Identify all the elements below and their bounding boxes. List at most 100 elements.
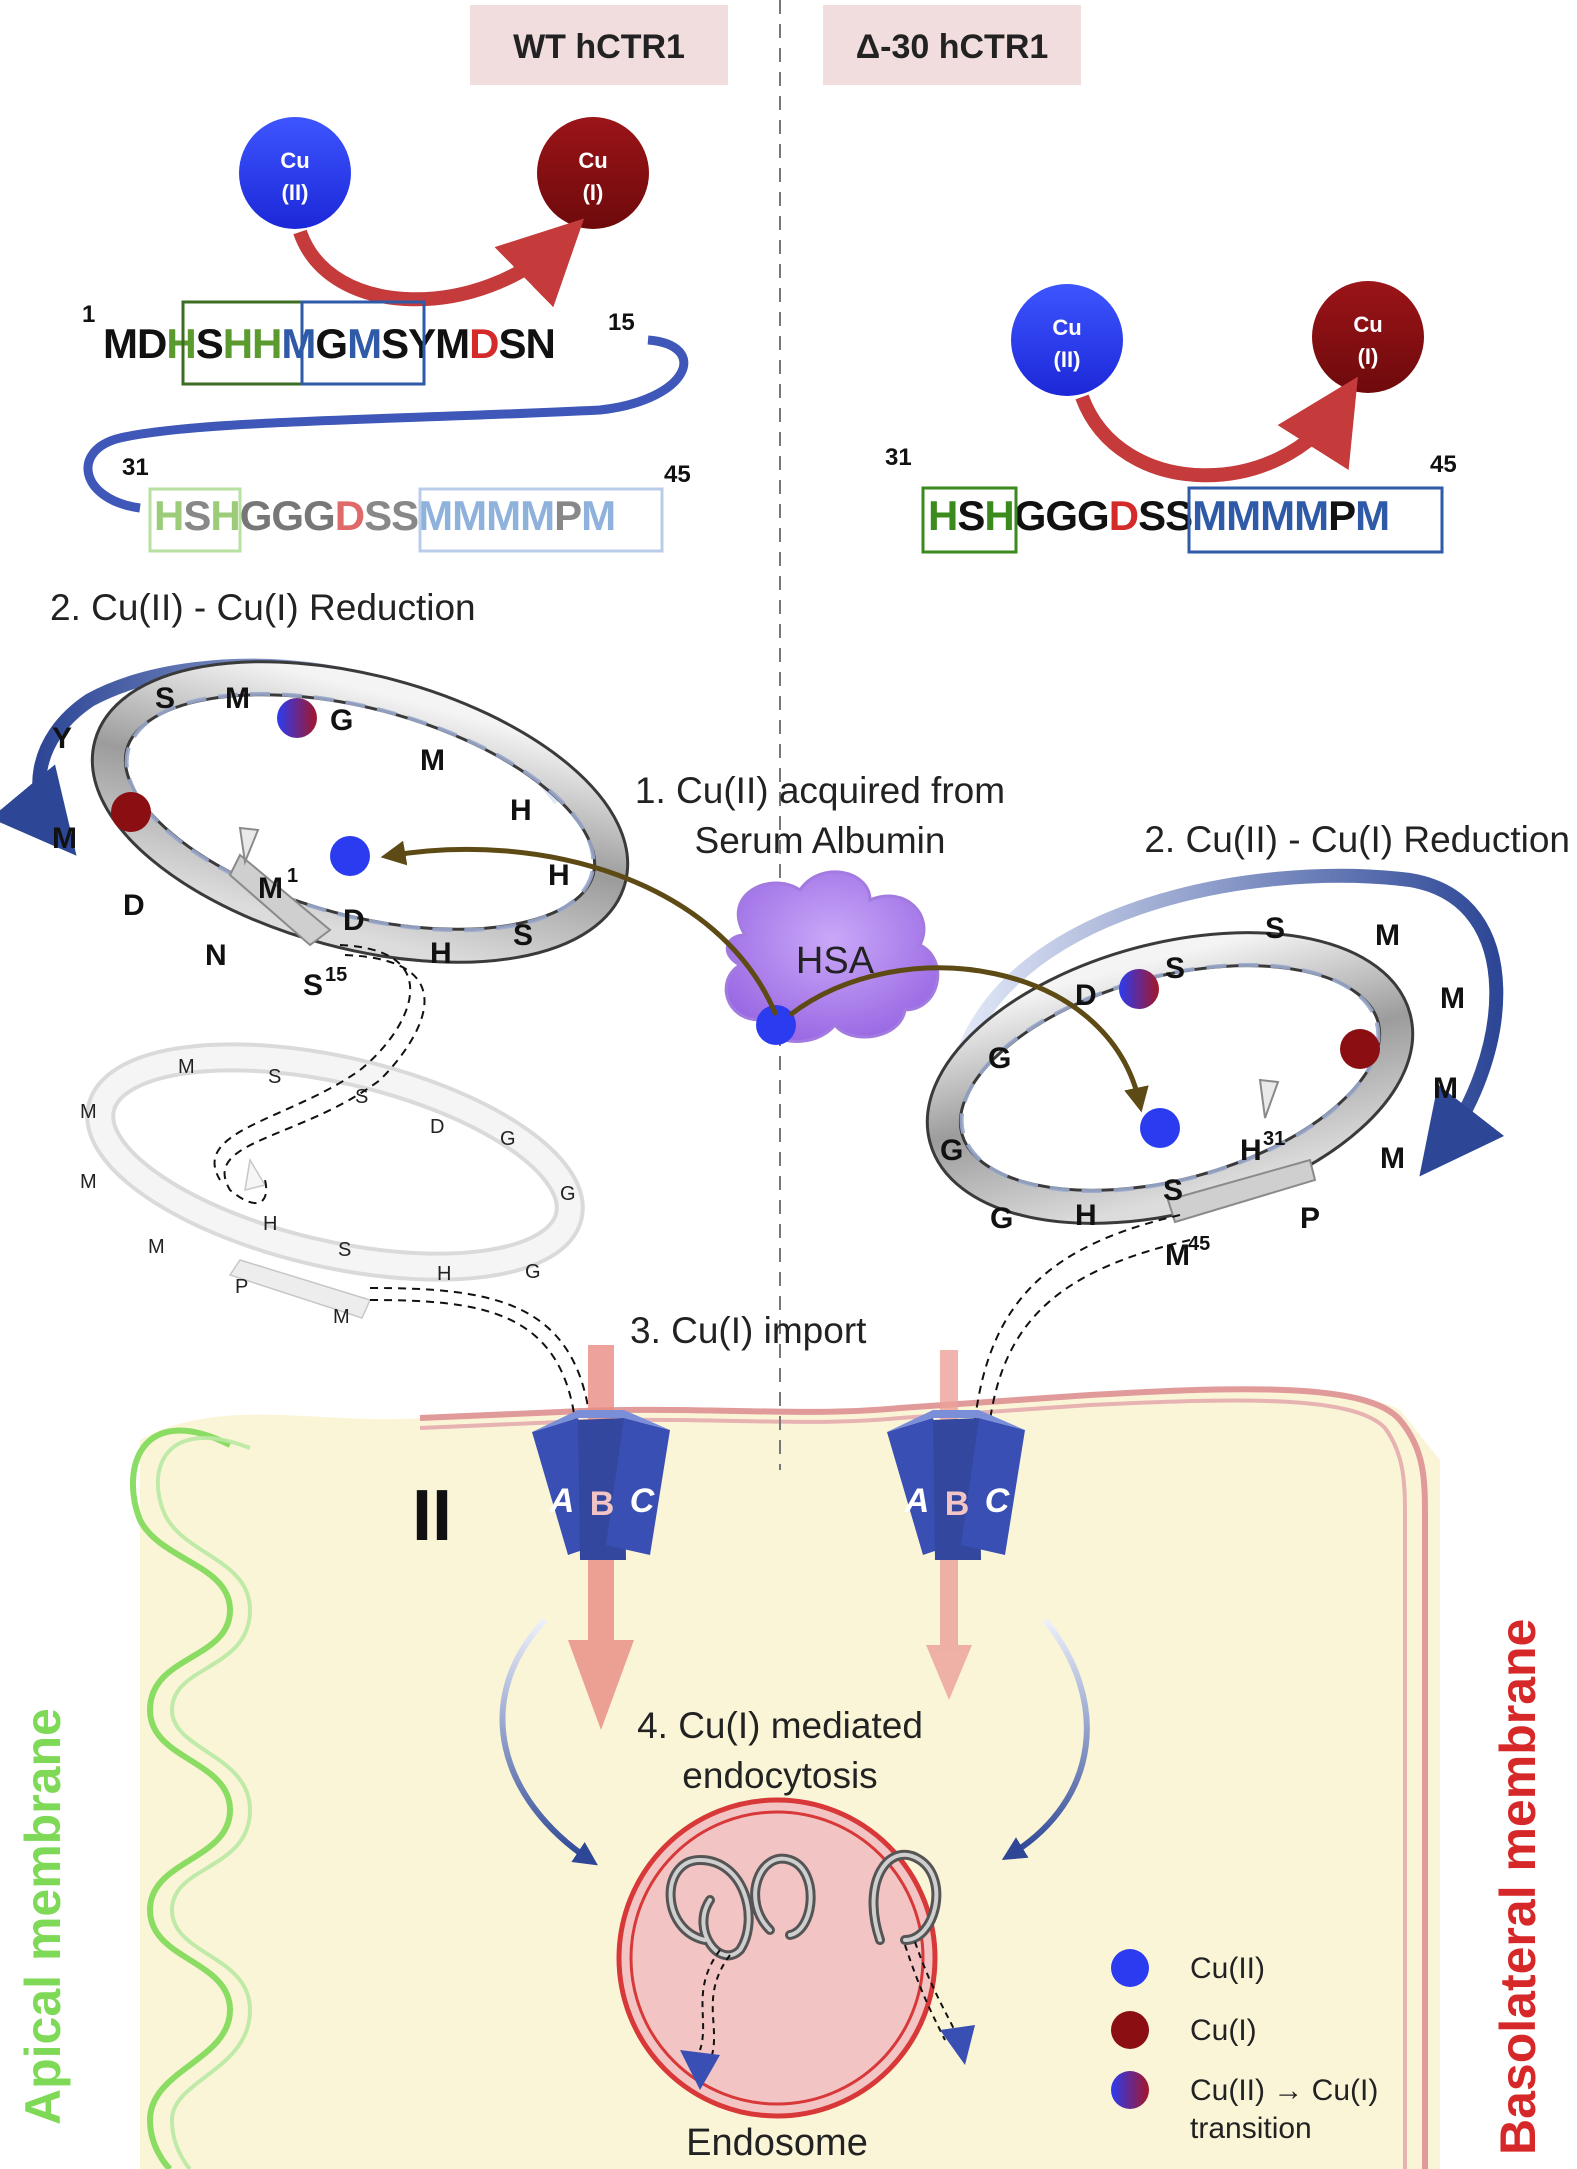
- step4-label-line1: 4. Cu(I) mediated: [637, 1705, 923, 1746]
- svg-text:S: S: [1265, 912, 1285, 945]
- sequence-residue: M: [520, 492, 554, 539]
- svg-text:D: D: [343, 904, 365, 937]
- wt-title: WT hCTR1: [513, 28, 685, 66]
- basolateral-membrane-line-2: [419, 1398, 1407, 2169]
- svg-text:M: M: [420, 744, 445, 777]
- cu2-ion: [239, 117, 351, 229]
- cu1-ion: [1312, 281, 1424, 393]
- sequence-residue: M: [347, 320, 381, 367]
- wt-tethers: [213, 944, 591, 1421]
- cu1-ion: [1340, 1029, 1380, 1069]
- svg-text:31: 31: [122, 454, 149, 481]
- hsa-to-delta-arrow: [788, 965, 1149, 1113]
- sequence-residue: H: [154, 492, 183, 539]
- sequence-residue: S: [1138, 492, 1165, 539]
- delta-sequence: 31 HSHGGGDSSMMMMPM 45: [885, 444, 1457, 554]
- sequence-residue: H: [928, 492, 957, 539]
- svg-text:31: 31: [1263, 1128, 1285, 1150]
- svg-text:Cu: Cu: [578, 148, 607, 173]
- legend-transition-label-2: transition: [1190, 2112, 1312, 2145]
- delta-sequence-text: HSHGGGDSSMMMMPM: [928, 492, 1389, 539]
- sequence-residue: G: [240, 492, 272, 539]
- svg-text:M: M: [258, 872, 283, 905]
- svg-text:M: M: [52, 822, 77, 855]
- legend-cu1-label: Cu(I): [1190, 2014, 1257, 2047]
- sequence-residue: S: [391, 492, 418, 539]
- tight-junction: II: [412, 1476, 452, 1556]
- step2-right-label: 2. Cu(II) - Cu(I) Reduction: [1144, 819, 1570, 860]
- delta-title-box: Δ-30 hCTR1: [823, 5, 1081, 85]
- sequence-residue: S: [957, 492, 984, 539]
- legend: Cu(II) Cu(I) Cu(II) → Cu(I) transition: [1111, 1949, 1378, 2145]
- svg-text:M: M: [1375, 919, 1400, 952]
- sequence-residue: Y: [408, 320, 436, 367]
- svg-text:H: H: [548, 859, 570, 892]
- sequence-residue: G: [1045, 492, 1077, 539]
- endocytosis-arrow-right: [1001, 1618, 1090, 1861]
- svg-text:G: G: [988, 1042, 1011, 1075]
- wt-helix: S M G Y M M H H M 1 D D N H S S 15: [0, 658, 630, 1002]
- svg-text:Cu: Cu: [280, 148, 309, 173]
- svg-text:G: G: [330, 704, 353, 737]
- sequence-residue: M: [486, 492, 520, 539]
- sequence-residue: H: [210, 492, 239, 539]
- svg-text:A: A: [549, 1482, 575, 1520]
- sequence-residue: D: [1109, 492, 1138, 539]
- cu2-ion: [756, 1005, 796, 1045]
- svg-text:M: M: [80, 1101, 97, 1123]
- svg-text:(I): (I): [583, 180, 604, 205]
- svg-text:G: G: [525, 1261, 541, 1283]
- svg-text:D: D: [430, 1116, 444, 1138]
- svg-text:D: D: [123, 889, 145, 922]
- sequence-residue: P: [1328, 492, 1355, 539]
- svg-text:S: S: [155, 682, 175, 715]
- cu1-ion: [111, 792, 151, 832]
- sequence-residue: M: [1192, 492, 1226, 539]
- sequence-residue: H: [252, 320, 281, 367]
- endosome: Endosome: [616, 1797, 975, 2164]
- reduction-arrow: [293, 218, 585, 308]
- svg-text:M: M: [178, 1056, 195, 1078]
- sequence-residue: S: [183, 492, 210, 539]
- wt-helix-faded: [85, 1042, 585, 1319]
- ctr1-channel-wt: A B C: [532, 1410, 670, 1560]
- sequence-residue: G: [1014, 492, 1046, 539]
- hsa-label: HSA: [796, 940, 875, 982]
- svg-text:G: G: [990, 1202, 1013, 1235]
- transition-ion: [1119, 969, 1159, 1009]
- wt-top-sequence: MDHSHHMGMSYMDSN: [103, 320, 555, 367]
- svg-text:G: G: [940, 1134, 963, 1167]
- sequence-residue: S: [498, 320, 525, 367]
- svg-text:45: 45: [1188, 1233, 1210, 1255]
- sequence-residue: G: [271, 492, 303, 539]
- sequence-residue: D: [469, 320, 498, 367]
- svg-text:P: P: [1300, 1202, 1320, 1235]
- sequence-residue: G: [315, 320, 347, 367]
- delta-title: Δ-30 hCTR1: [856, 28, 1049, 66]
- delta-tethers: [974, 1214, 1191, 1421]
- sequence-residue: H: [166, 320, 195, 367]
- svg-text:15: 15: [608, 309, 635, 336]
- step1-label-line2: Serum Albumin: [695, 820, 946, 861]
- sequence-residue: G: [1077, 492, 1109, 539]
- svg-text:31: 31: [885, 444, 912, 471]
- hsa-to-wt-arrow: [380, 840, 779, 1016]
- svg-text:(II): (II): [1054, 347, 1081, 372]
- reduction-arrow: [1075, 376, 1358, 483]
- sequence-residue: M: [418, 492, 452, 539]
- sequence-residue: M: [581, 492, 615, 539]
- svg-text:15: 15: [325, 964, 347, 986]
- sequence-residue: S: [196, 320, 223, 367]
- svg-text:H: H: [437, 1263, 451, 1285]
- svg-text:S: S: [1163, 1174, 1183, 1207]
- svg-text:B: B: [590, 1485, 615, 1523]
- ctr1-channel-delta: A B C: [887, 1410, 1025, 1560]
- sequence-residue: D: [335, 492, 364, 539]
- sequence-residue: M: [1294, 492, 1328, 539]
- svg-text:M: M: [1433, 1072, 1458, 1105]
- basolateral-membrane-label: Basolateral membrane: [1490, 1619, 1546, 2155]
- svg-text:M: M: [333, 1306, 350, 1328]
- apical-membrane-label: Apical membrane: [15, 1708, 71, 2125]
